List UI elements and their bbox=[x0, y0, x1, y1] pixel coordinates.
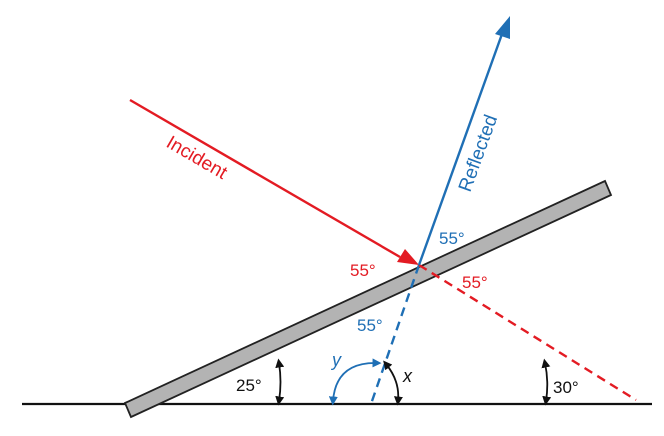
normal-angle-label: 55° bbox=[357, 316, 383, 335]
angle-x-label: x bbox=[402, 366, 413, 386]
incident-arrowhead-icon bbox=[397, 249, 419, 265]
angle-y-arc-icon bbox=[328, 358, 382, 406]
reflected-label: Reflected bbox=[455, 112, 502, 195]
angle-x-arc-icon bbox=[383, 360, 403, 406]
extension-tilt-arc-icon bbox=[541, 358, 552, 406]
extension-angle-label: 55° bbox=[462, 273, 488, 292]
reflected-angle-label: 55° bbox=[439, 229, 465, 248]
incident-ray bbox=[129, 98, 419, 265]
reflected-ray bbox=[417, 16, 510, 266]
incident-angle-label: 55° bbox=[350, 261, 376, 280]
mirror-bar bbox=[123, 179, 613, 419]
incident-extension-dashed bbox=[418, 263, 637, 402]
reflected-arrowhead-icon bbox=[495, 16, 510, 39]
mirror-tilt-label: 25° bbox=[236, 376, 262, 395]
extension-tilt-label: 30° bbox=[553, 378, 579, 397]
angle-y-label: y bbox=[330, 350, 342, 370]
mirror-tilt-arc-icon bbox=[275, 358, 285, 406]
